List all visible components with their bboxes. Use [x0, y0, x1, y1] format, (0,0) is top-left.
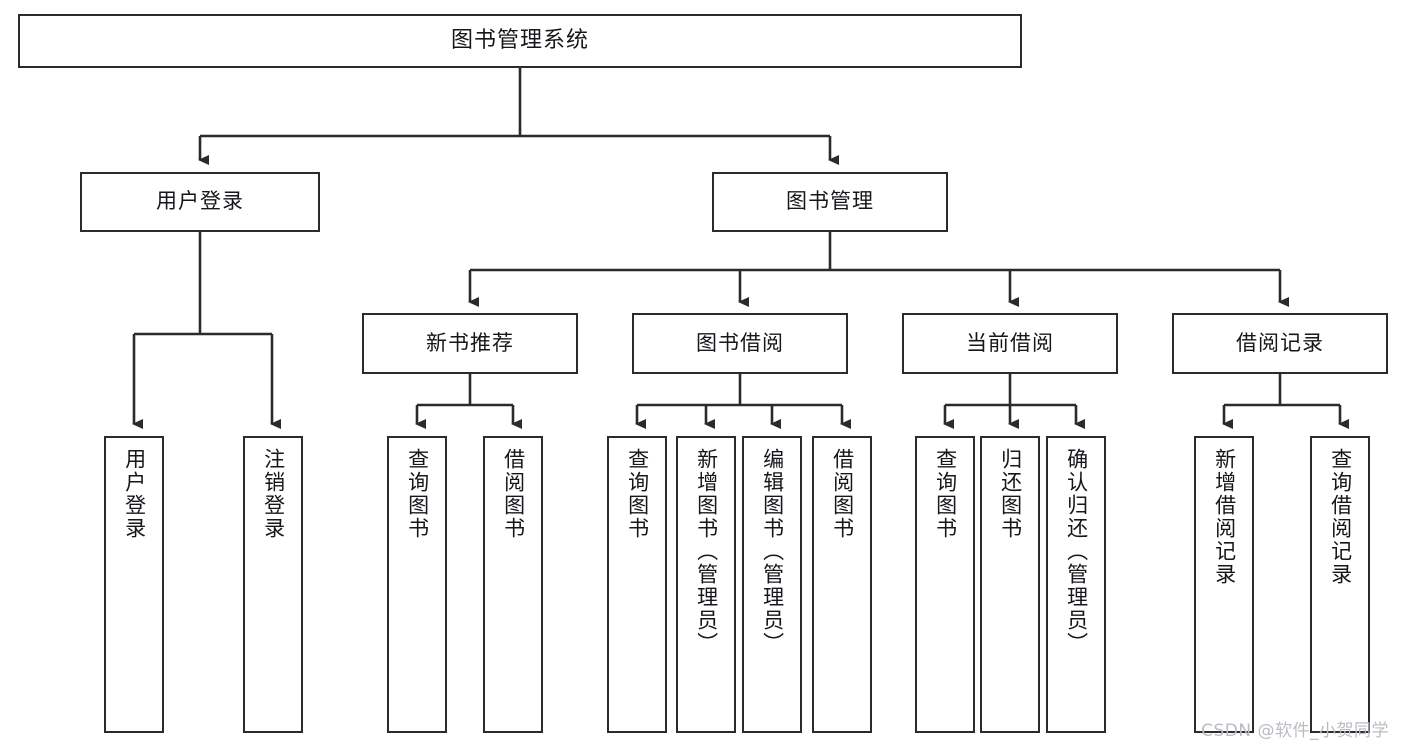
leaf-current-borrow-2[interactable]: 归还图书	[980, 436, 1040, 733]
leaf-user-login-2[interactable]: 注销登录	[243, 436, 303, 733]
node-label: 新增图书（管理员）	[694, 448, 719, 655]
node-book-management[interactable]: 图书管理	[712, 172, 948, 232]
leaf-book-borrow-4[interactable]: 借阅图书	[812, 436, 872, 733]
node-label: 查询图书	[405, 448, 430, 540]
node-label: 借阅记录	[1236, 330, 1324, 355]
leaf-new-book-2[interactable]: 借阅图书	[483, 436, 543, 733]
leaf-book-borrow-2[interactable]: 新增图书（管理员）	[676, 436, 736, 733]
node-label: 用户登录	[156, 189, 244, 214]
node-label: 图书管理	[786, 189, 874, 214]
leaf-book-borrow-3[interactable]: 编辑图书（管理员）	[742, 436, 802, 733]
node-label: 新书推荐	[426, 330, 514, 355]
node-label: 用户登录	[122, 448, 147, 540]
node-root[interactable]: 图书管理系统	[18, 14, 1022, 68]
leaf-current-borrow-1[interactable]: 查询图书	[915, 436, 975, 733]
node-borrow-record[interactable]: 借阅记录	[1172, 313, 1388, 374]
leaf-user-login-1[interactable]: 用户登录	[104, 436, 164, 733]
leaf-current-borrow-3[interactable]: 确认归还（管理员）	[1046, 436, 1106, 733]
leaf-borrow-record-1[interactable]: 新增借阅记录	[1194, 436, 1254, 733]
node-new-book-recommend[interactable]: 新书推荐	[362, 313, 578, 374]
leaf-new-book-1[interactable]: 查询图书	[387, 436, 447, 733]
node-label: 归还图书	[998, 448, 1023, 540]
node-label: 确认归还（管理员）	[1064, 448, 1089, 655]
watermark-text: CSDN @软件_小贺同学	[1201, 721, 1389, 741]
node-label: 编辑图书（管理员）	[760, 448, 785, 655]
node-label: 查询图书	[625, 448, 650, 540]
node-label: 图书借阅	[696, 330, 784, 355]
node-label: 当前借阅	[966, 330, 1054, 355]
node-label: 查询图书	[933, 448, 958, 540]
leaf-book-borrow-1[interactable]: 查询图书	[607, 436, 667, 733]
leaf-borrow-record-2[interactable]: 查询借阅记录	[1310, 436, 1370, 733]
node-label: 查询借阅记录	[1328, 448, 1353, 586]
node-book-borrow[interactable]: 图书借阅	[632, 313, 848, 374]
node-label: 图书管理系统	[450, 27, 589, 53]
node-label: 新增借阅记录	[1212, 448, 1237, 586]
node-label: 借阅图书	[501, 448, 526, 540]
node-label: 借阅图书	[830, 448, 855, 540]
node-user-login[interactable]: 用户登录	[80, 172, 320, 232]
node-label: 注销登录	[261, 448, 286, 540]
node-current-borrow[interactable]: 当前借阅	[902, 313, 1118, 374]
